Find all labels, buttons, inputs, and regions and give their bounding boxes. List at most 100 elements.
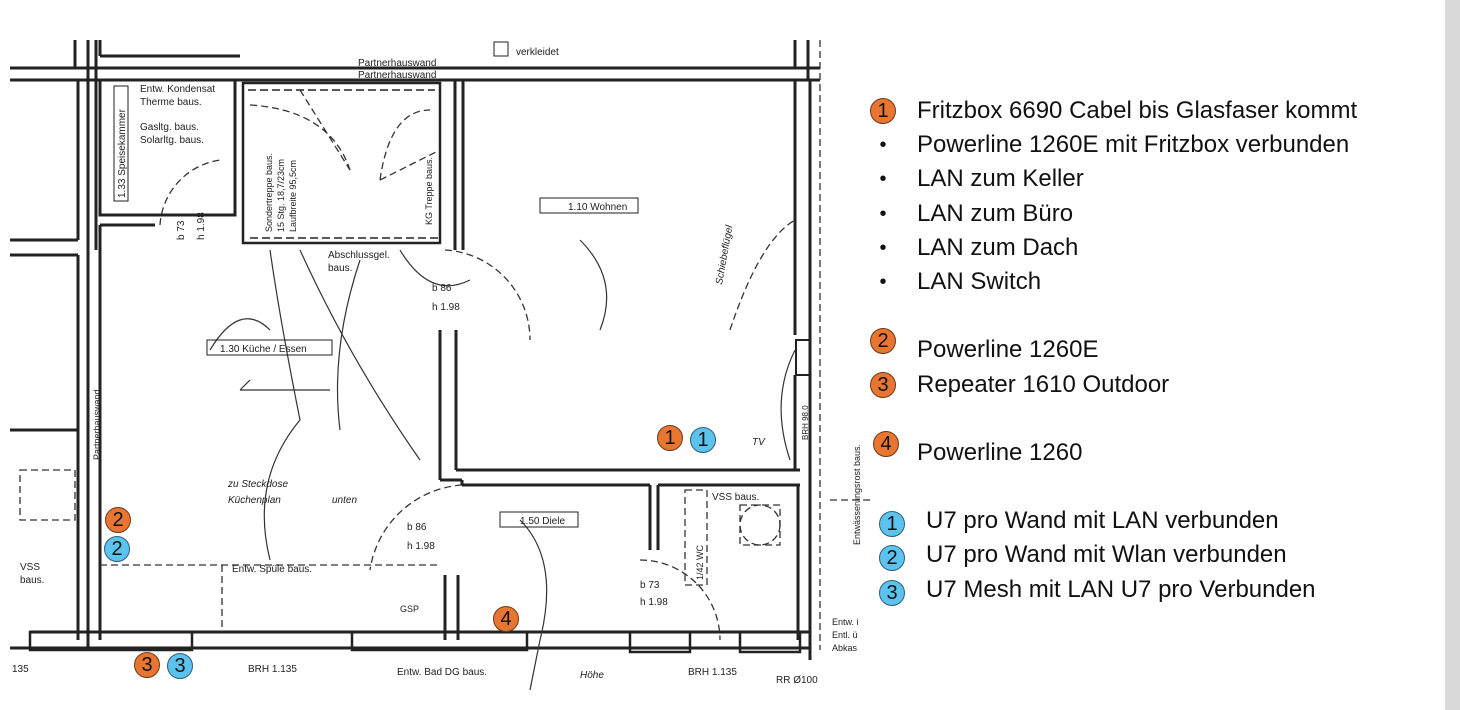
- walls: [10, 40, 820, 660]
- label-gasltg: Gasltg. baus.: [140, 122, 199, 133]
- plan-labels: verkleidet Partnerhauswand Partnerhauswa…: [12, 41, 862, 686]
- legend-item: 2 U7 pro Wand mit Wlan verbunden: [879, 540, 1287, 571]
- label-partnerhauswand-vertical: Partnerhauswand: [92, 389, 102, 460]
- note-kuechenplan: Küchenplan: [228, 495, 281, 506]
- label-therme: Therme baus.: [140, 97, 202, 108]
- marker-orange-2: 2: [105, 507, 131, 533]
- label-rr: RR Ø100: [776, 675, 818, 686]
- label-gsp: GSP: [400, 604, 419, 614]
- label-kueche: 1.30 Küche / Essen: [220, 344, 307, 355]
- label-door-h198: h 1.98: [407, 541, 435, 552]
- legend-item: • LAN zum Büro: [870, 199, 1073, 229]
- label-kg-treppe: KG Treppe baus.: [424, 157, 434, 225]
- label-kondensat: Entw. Kondensat: [140, 84, 215, 95]
- scrollbar[interactable]: [1445, 0, 1460, 710]
- legend-label: LAN zum Büro: [917, 200, 1074, 227]
- marker-orange-4-icon: 4: [873, 431, 899, 457]
- label-door-h198: h 1.98: [196, 212, 207, 240]
- dashed-lines: [19, 40, 870, 650]
- label-entw: Entw. i: [832, 617, 859, 627]
- label-brh: BRH 1.135: [688, 667, 737, 678]
- marker-blue-3-icon: 3: [879, 580, 905, 606]
- legend-label: U7 Mesh mit LAN U7 pro Verbunden: [926, 576, 1316, 603]
- legend-label: Powerline 1260E mit Fritzbox verbunden: [917, 131, 1350, 158]
- label-brh-98: BRH 98.0: [801, 405, 810, 440]
- note-tv: TV: [752, 437, 766, 448]
- bullet-icon: •: [879, 202, 887, 225]
- label-door-h198: h 1.98: [640, 597, 668, 608]
- label-stufen: 15 Stg. 18,7/23cm: [276, 159, 286, 232]
- label-door-h198: h 1.98: [432, 302, 460, 313]
- label-spuele: Entw. Spüle baus.: [232, 564, 312, 575]
- label-vss: VSS: [20, 562, 40, 573]
- label-abschlussgel-baus: baus.: [328, 263, 352, 274]
- legend-item: 1 Fritzbox 6690 Cabel bis Glasfaser komm…: [870, 96, 1357, 126]
- label-entwaesserungsrost: Entwässerungsrost baus.: [852, 444, 862, 545]
- bullet-icon: •: [879, 236, 887, 259]
- note-hoehe: Höhe: [580, 670, 604, 681]
- label-entl: Entl. ü: [832, 630, 858, 640]
- legend-item: 3 Repeater 1610 Outdoor: [870, 370, 1169, 400]
- legend-label: LAN Switch: [917, 268, 1042, 295]
- marker-blue-2-icon: 2: [879, 545, 905, 571]
- label-door-b73: b 73: [640, 580, 660, 591]
- marker-number: 2: [111, 537, 123, 560]
- marker-orange-1-icon: 1: [870, 98, 896, 124]
- bullet-icon: •: [879, 270, 887, 293]
- legend-label: LAN zum Keller: [917, 165, 1084, 192]
- legend-item: • LAN zum Dach: [870, 233, 1078, 263]
- marker-orange-4: 4: [493, 606, 519, 632]
- note-steckdose: zu Steckdose: [227, 479, 288, 490]
- marker-orange-3-icon: 3: [870, 372, 896, 398]
- marker-orange-2-icon: 2: [870, 328, 896, 354]
- marker-number: 1: [664, 426, 676, 449]
- legend-label: Fritzbox 6690 Cabel bis Glasfaser kommt: [917, 97, 1358, 124]
- marker-number: 2: [112, 508, 124, 531]
- marker-blue-3: 3: [167, 653, 193, 679]
- marker-blue-1-icon: 1: [879, 511, 905, 537]
- handwritten-lines: [209, 239, 796, 691]
- note-unten: unten: [332, 495, 357, 506]
- legend-item: • LAN Switch: [870, 267, 1041, 297]
- marker-blue-1: 1: [690, 427, 716, 453]
- label-brh: BRH 1.135: [248, 664, 297, 675]
- bullet-icon: •: [879, 167, 887, 190]
- legend-label: Powerline 1260E: [917, 336, 1099, 363]
- label-laufbreite: Laufbreite 95,5cm: [288, 160, 298, 232]
- marker-blue-2: 2: [104, 536, 130, 562]
- label-wohnen: 1.10 Wohnen: [568, 202, 627, 213]
- label-bad-dg: Entw. Bad DG baus.: [397, 667, 487, 678]
- marker-number: 4: [500, 607, 512, 630]
- label-door-b86: b 86: [432, 283, 452, 294]
- label-vss: VSS baus.: [712, 492, 759, 503]
- floor-plan: verkleidet Partnerhauswand Partnerhauswa…: [10, 40, 870, 691]
- label-diele: 1.50 Diele: [520, 516, 565, 527]
- marker-number: 3: [174, 654, 186, 677]
- marker-number: 1: [697, 428, 709, 451]
- legend-item: 1 U7 pro Wand mit LAN verbunden: [879, 506, 1279, 537]
- marker-number: 3: [141, 653, 153, 676]
- label-door-b73: b 73: [176, 220, 187, 240]
- legend: 1 Fritzbox 6690 Cabel bis Glasfaser komm…: [866, 0, 1446, 710]
- label-partnerhauswand: Partnerhauswand: [358, 70, 436, 81]
- legend-label: Powerline 1260: [917, 439, 1083, 466]
- label-partnerhauswand: Partnerhauswand: [358, 58, 436, 69]
- label-brh: 135: [12, 664, 29, 675]
- legend-item: 4 Powerline 1260: [873, 431, 1082, 466]
- label-sondertreppe: Sondertreppe baus.: [264, 153, 274, 232]
- legend-label: Repeater 1610 Outdoor: [917, 371, 1170, 398]
- label-abkas: Abkas: [832, 643, 858, 653]
- label-vss-baus: baus.: [20, 575, 44, 586]
- legend-item: • Powerline 1260E mit Fritzbox verbunden: [870, 130, 1349, 160]
- note-schiebefluegel: Schiebeflügel: [714, 224, 735, 286]
- legend-label: U7 pro Wand mit Wlan verbunden: [926, 541, 1287, 568]
- label-wc: 1/42 WC: [695, 544, 705, 580]
- legend-item: • LAN zum Keller: [870, 164, 1084, 194]
- label-door-b86: b 86: [407, 522, 427, 533]
- label-speisekammer: 1.33 Speisekammer: [117, 108, 128, 198]
- legend-label: U7 pro Wand mit LAN verbunden: [926, 507, 1279, 534]
- label-abschlussgel: Abschlussgel.: [328, 250, 390, 261]
- legend-item: 3 U7 Mesh mit LAN U7 pro Verbunden: [879, 575, 1316, 606]
- marker-orange-1: 1: [657, 425, 683, 451]
- marker-orange-3: 3: [134, 652, 160, 678]
